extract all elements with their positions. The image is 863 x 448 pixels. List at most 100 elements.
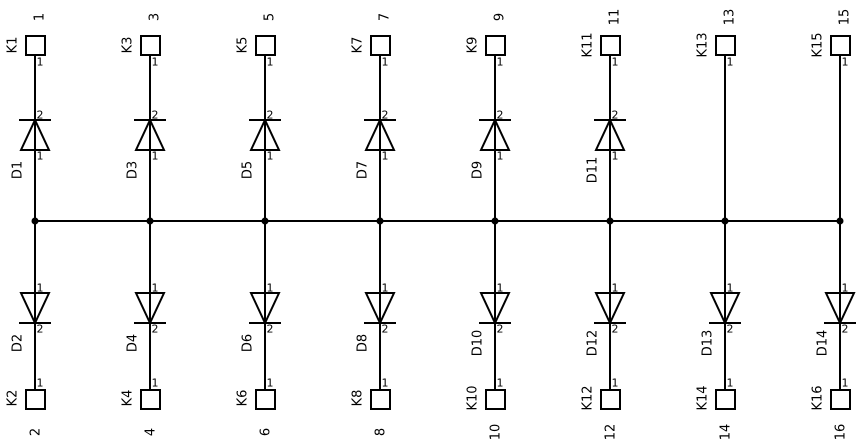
col-k2-net: 2 bbox=[29, 428, 44, 436]
col-k3-diode-body bbox=[134, 117, 166, 151]
col-k1-net: 1 bbox=[33, 13, 48, 21]
col-k6-pad bbox=[255, 389, 276, 410]
col-k10-pad-pin: 1 bbox=[497, 377, 504, 390]
col-k14-pad bbox=[715, 389, 736, 410]
col-k16-diode-ref: D14 bbox=[816, 330, 831, 357]
col-k11-pad-pin: 1 bbox=[612, 56, 619, 69]
col-k10-diode-pin-bottom: 2 bbox=[497, 323, 504, 336]
col-k12-diode-pin-bottom: 2 bbox=[612, 323, 619, 336]
col-k5-ref: K5 bbox=[236, 37, 251, 54]
col-k11-diode-ref: D11 bbox=[586, 157, 601, 184]
col-k5-diode-ref: D5 bbox=[241, 161, 256, 179]
col-k5-pad bbox=[255, 35, 276, 56]
col-k16-diode-pin-bottom: 2 bbox=[842, 323, 849, 336]
col-k11-diode-body bbox=[594, 117, 626, 151]
col-k5-pad-pin: 1 bbox=[267, 56, 274, 69]
col-k8-diode-pin-bottom: 2 bbox=[382, 323, 389, 336]
col-k7-pad bbox=[370, 35, 391, 56]
col-k6-pad-pin: 1 bbox=[267, 377, 274, 390]
col-k4-pad bbox=[140, 389, 161, 410]
col-k11-diode-pin-top: 2 bbox=[612, 109, 619, 122]
col-k3-net: 3 bbox=[148, 13, 163, 21]
col-k15-net: 15 bbox=[838, 9, 853, 26]
col-k15-pad bbox=[830, 35, 851, 56]
col-k12-diode-pin-top: 1 bbox=[612, 282, 619, 295]
col-k4-pad-pin: 1 bbox=[152, 377, 159, 390]
col-k4-diode-pin-bottom: 2 bbox=[152, 323, 159, 336]
col-k4-diode-ref: D4 bbox=[126, 334, 141, 352]
col-k10-diode-pin-top: 1 bbox=[497, 282, 504, 295]
col-k1-diode-ref: D1 bbox=[11, 161, 26, 179]
col-k4-net: 4 bbox=[144, 428, 159, 436]
col-k13-pad-pin: 1 bbox=[727, 56, 734, 69]
col-k7-diode-ref: D7 bbox=[356, 161, 371, 179]
col-k9-pad bbox=[485, 35, 506, 56]
col-k4-diode-body bbox=[134, 292, 166, 326]
col-k10-diode-body bbox=[479, 292, 511, 326]
col-k15-pad-pin: 1 bbox=[842, 56, 849, 69]
col-k7-net: 7 bbox=[378, 13, 393, 21]
col-k11-net: 11 bbox=[608, 9, 623, 26]
col-k7-diode-body bbox=[364, 117, 396, 151]
col-k3-pad-pin: 1 bbox=[152, 56, 159, 69]
col-k6-diode-body bbox=[249, 292, 281, 326]
col-k4-ref: K4 bbox=[121, 390, 136, 407]
col-k11-diode-pin-bottom: 1 bbox=[612, 150, 619, 163]
col-k8-diode-pin-top: 1 bbox=[382, 282, 389, 295]
col-k3-ref: K3 bbox=[121, 37, 136, 54]
col-k12-pad bbox=[600, 389, 621, 410]
col-k14-diode-pin-top: 1 bbox=[727, 282, 734, 295]
col-k9-ref: K9 bbox=[466, 37, 481, 54]
col-k12-net: 12 bbox=[604, 424, 619, 441]
col-k9-diode-pin-bottom: 1 bbox=[497, 150, 504, 163]
col-k6-diode-pin-top: 1 bbox=[267, 282, 274, 295]
col-k1-diode-pin-top: 2 bbox=[37, 109, 44, 122]
col-k16-pad-pin: 1 bbox=[842, 377, 849, 390]
col-k10-net: 10 bbox=[489, 424, 504, 441]
col-k10-diode-ref: D10 bbox=[471, 330, 486, 357]
col-k10-ref: K10 bbox=[466, 385, 481, 410]
col-k12-diode-body bbox=[594, 292, 626, 326]
col-k7-ref: K7 bbox=[351, 37, 366, 54]
col-k16-diode-pin-top: 1 bbox=[842, 282, 849, 295]
col-k8-pad bbox=[370, 389, 391, 410]
col-k16-diode-body bbox=[824, 292, 856, 326]
col-k9-net: 9 bbox=[493, 13, 508, 21]
col-k10-pad bbox=[485, 389, 506, 410]
col-k14-diode-body bbox=[709, 292, 741, 326]
col-k1-pad-pin: 1 bbox=[37, 56, 44, 69]
col-k2-diode-body bbox=[19, 292, 51, 326]
col-k3-diode-ref: D3 bbox=[126, 161, 141, 179]
col-k1-pad bbox=[25, 35, 46, 56]
col-k12-pad-pin: 1 bbox=[612, 377, 619, 390]
col-k2-diode-pin-bottom: 2 bbox=[37, 323, 44, 336]
col-k2-ref: K2 bbox=[6, 390, 21, 407]
col-k7-diode-pin-bottom: 1 bbox=[382, 150, 389, 163]
col-k11-pad bbox=[600, 35, 621, 56]
col-k16-net: 16 bbox=[834, 424, 849, 441]
col-k14-ref: K14 bbox=[696, 385, 711, 410]
col-k2-pad bbox=[25, 389, 46, 410]
col-k1-diode-pin-bottom: 1 bbox=[37, 150, 44, 163]
col-k4-diode-pin-top: 1 bbox=[152, 282, 159, 295]
col-k8-net: 8 bbox=[374, 428, 389, 436]
col-k8-diode-ref: D8 bbox=[356, 334, 371, 352]
col-k8-pad-pin: 1 bbox=[382, 377, 389, 390]
col-k16-pad bbox=[830, 389, 851, 410]
col-k8-ref: K8 bbox=[351, 390, 366, 407]
col-k3-diode-pin-top: 2 bbox=[152, 109, 159, 122]
col-k16-ref: K16 bbox=[811, 385, 826, 410]
col-k9-diode-body bbox=[479, 117, 511, 151]
col-k6-ref: K6 bbox=[236, 390, 251, 407]
col-k1-diode-body bbox=[19, 117, 51, 151]
col-k9-diode-ref: D9 bbox=[471, 161, 486, 179]
col-k5-diode-body bbox=[249, 117, 281, 151]
col-k14-diode-pin-bottom: 2 bbox=[727, 323, 734, 336]
col-k13-net: 13 bbox=[723, 9, 738, 26]
col-k5-net: 5 bbox=[263, 13, 278, 21]
col-k12-diode-ref: D12 bbox=[586, 330, 601, 357]
col-k14-pad-pin: 1 bbox=[727, 377, 734, 390]
col-k7-pad-pin: 1 bbox=[382, 56, 389, 69]
col-k13-ref: K13 bbox=[696, 32, 711, 57]
col-k6-net: 6 bbox=[259, 428, 274, 436]
